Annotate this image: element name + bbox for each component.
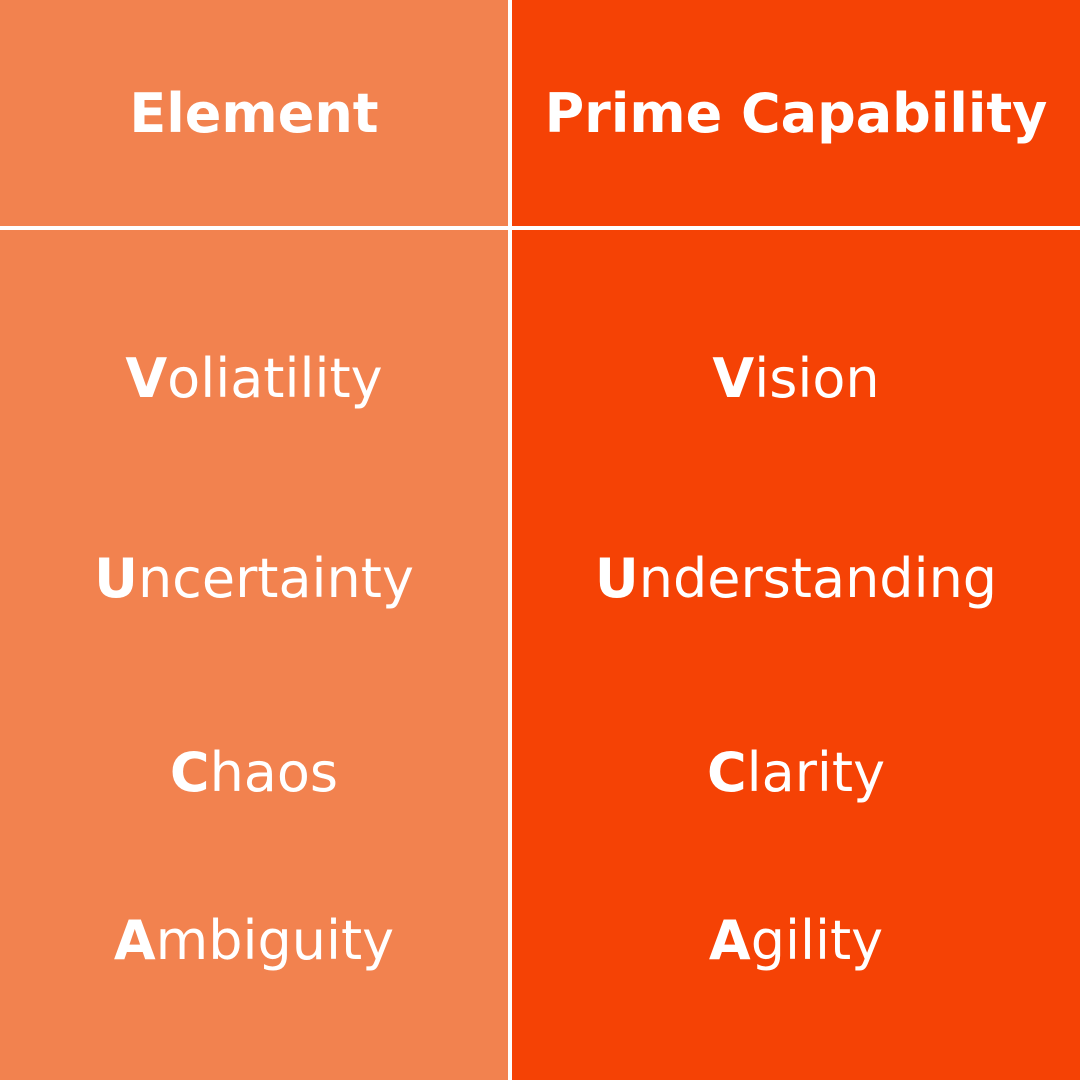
element-initial: U xyxy=(94,546,138,610)
header-divider xyxy=(0,226,1080,230)
capability-initial: A xyxy=(708,908,751,972)
capability-initial: C xyxy=(706,740,747,804)
capability-rest: larity xyxy=(746,740,886,804)
element-rest: haos xyxy=(209,740,339,804)
element-header: Element xyxy=(129,81,379,145)
capability-initial: U xyxy=(594,546,639,610)
capability-rest: ision xyxy=(754,346,880,410)
element-rest: ncertainty xyxy=(137,546,414,610)
capability-rest: nderstanding xyxy=(638,546,998,610)
capability-initial: V xyxy=(712,346,755,410)
capability-rest: gility xyxy=(750,908,884,972)
element-rest: mbiguity xyxy=(155,908,395,972)
column-divider xyxy=(508,0,512,1080)
element-initial: V xyxy=(125,346,168,410)
element-rest: oliatility xyxy=(167,346,383,410)
element-initial: A xyxy=(113,908,156,972)
element-initial: C xyxy=(169,740,210,804)
capability-header: Prime Capability xyxy=(544,81,1048,145)
